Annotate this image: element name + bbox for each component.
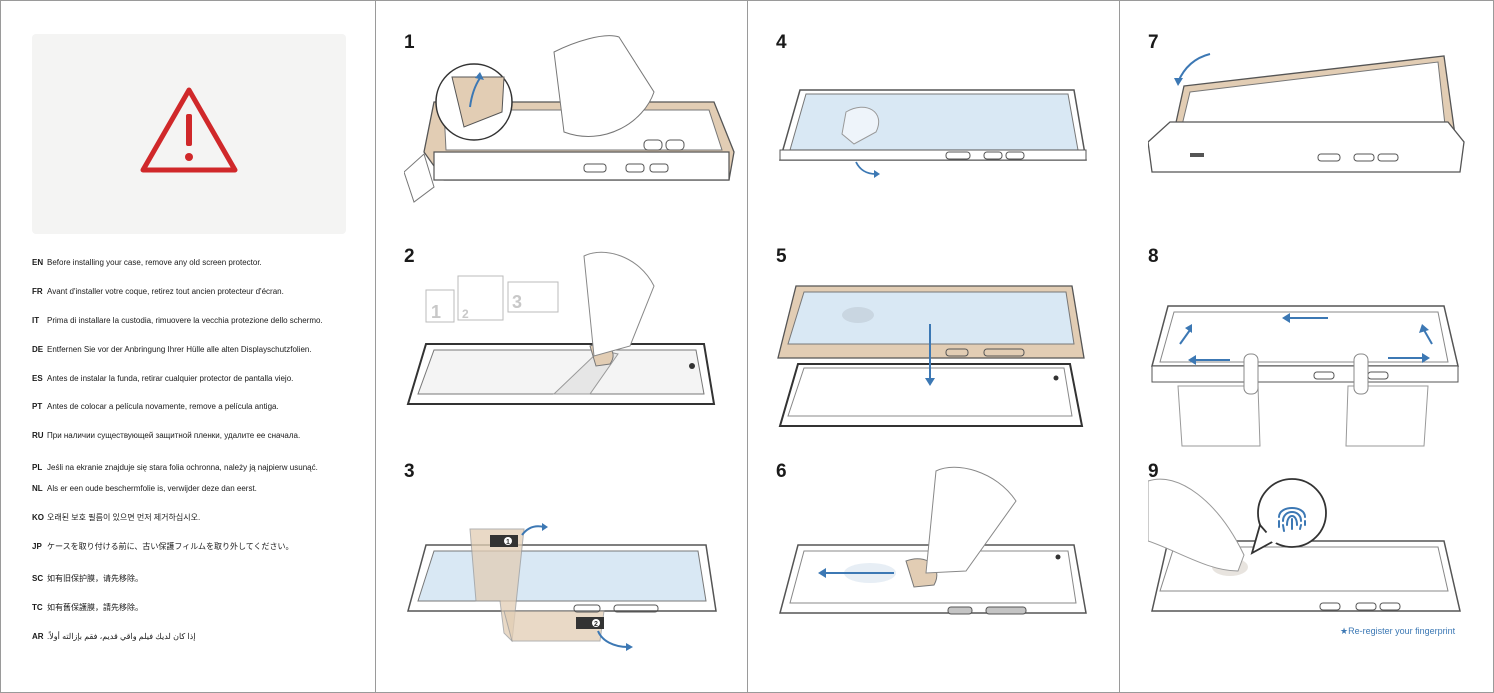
step-number: 5 (776, 246, 787, 267)
badge-1: 1 (506, 539, 510, 546)
step-7: 7 (1148, 32, 1488, 252)
warning-panel (32, 34, 346, 234)
panel-divider (1119, 0, 1120, 693)
step-number: 1 (404, 32, 415, 53)
step-9: 9 (1148, 461, 1488, 681)
step-number: 8 (1148, 246, 1159, 267)
step-1-illustration (404, 35, 735, 203)
step-4: 4 (776, 32, 1116, 252)
step-number: 4 (776, 32, 787, 53)
step-8-illustration (1151, 305, 1459, 447)
fingerprint-icon (1278, 507, 1306, 532)
step-3-illustration: 1 2 (407, 523, 717, 651)
fingerprint-note: ★Re-register your fingerprint (1340, 626, 1456, 636)
step-6-illustration (779, 466, 1087, 615)
step-5: 5 (776, 246, 1116, 466)
step-6: 6 (776, 461, 1116, 681)
step-number: 3 (404, 461, 415, 482)
step-number: 6 (776, 461, 787, 482)
badge-2: 2 (594, 621, 598, 628)
film-label-1: 1 (431, 302, 441, 322)
step-7-illustration (1148, 53, 1465, 173)
film-label-2: 2 (462, 307, 469, 321)
film-label-3: 3 (512, 292, 522, 312)
step-5-illustration (777, 285, 1085, 427)
step-number: 7 (1148, 32, 1159, 53)
step-9-illustration (1148, 478, 1461, 612)
warning-triangle-icon (140, 87, 238, 173)
step-4-illustration (779, 89, 1087, 178)
step-2-illustration: 1 2 3 (406, 251, 716, 405)
step-8: 8 (1148, 246, 1488, 466)
step-2: 2 1 2 3 (404, 246, 744, 466)
panel-divider (747, 0, 748, 693)
step-3: 3 1 2 (404, 461, 744, 681)
step-number: 9 (1148, 461, 1159, 482)
panel-divider (375, 0, 376, 693)
step-1: 1 (404, 32, 744, 252)
step-number: 2 (404, 246, 415, 267)
